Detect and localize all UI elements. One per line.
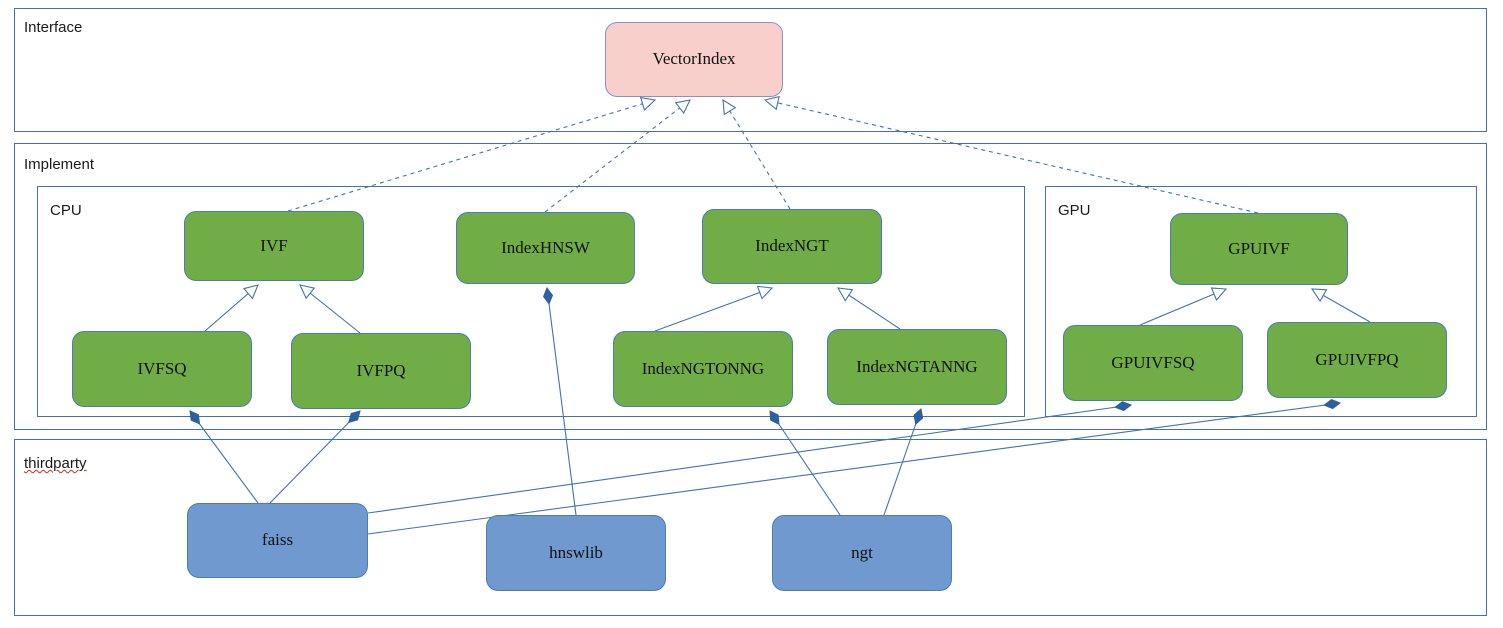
node-gpuivfpq[interactable]: GPUIVFPQ <box>1267 322 1447 398</box>
node-gpuivf[interactable]: GPUIVF <box>1170 213 1348 285</box>
node-label: GPUIVF <box>1228 238 1290 258</box>
node-hnswlib[interactable]: hnswlib <box>486 515 666 591</box>
group-label-thirdparty: thirdparty <box>24 455 87 472</box>
group-label-interface: Interface <box>24 19 83 36</box>
node-ivfpq[interactable]: IVFPQ <box>291 333 471 409</box>
node-ivf[interactable]: IVF <box>184 211 364 281</box>
node-label: faiss <box>261 530 294 550</box>
group-label-cpu: CPU <box>50 202 82 219</box>
node-faiss[interactable]: faiss <box>187 503 368 578</box>
node-label: GPUIVFPQ <box>1315 349 1399 369</box>
node-vectorindex[interactable]: VectorIndex <box>605 22 783 97</box>
node-indexngtonng[interactable]: IndexNGTONNG <box>613 331 793 407</box>
node-gpuivfsq[interactable]: GPUIVFSQ <box>1063 325 1243 401</box>
node-label: ngt <box>851 542 873 562</box>
node-label: GPUIVFSQ <box>1111 352 1195 372</box>
node-indexngtanng[interactable]: IndexNGTANNG <box>827 329 1007 405</box>
node-label: IVFPQ <box>356 360 406 380</box>
node-label: IndexHNSW <box>501 237 590 257</box>
node-label: IVFSQ <box>137 358 187 378</box>
node-indexngt[interactable]: IndexNGT <box>702 209 882 284</box>
node-ngt[interactable]: ngt <box>772 515 952 591</box>
node-ivfsq[interactable]: IVFSQ <box>72 331 252 407</box>
group-label-implement: Implement <box>24 156 95 173</box>
node-indexhnsw[interactable]: IndexHNSW <box>456 212 635 284</box>
node-label: hnswlib <box>549 542 603 562</box>
node-label: VectorIndex <box>652 49 736 69</box>
group-label-gpu: GPU <box>1058 202 1091 219</box>
node-label: IndexNGT <box>755 236 829 256</box>
node-label: IndexNGTANNG <box>856 356 978 376</box>
node-label: IndexNGTONNG <box>641 358 765 378</box>
node-label: IVF <box>260 235 288 255</box>
